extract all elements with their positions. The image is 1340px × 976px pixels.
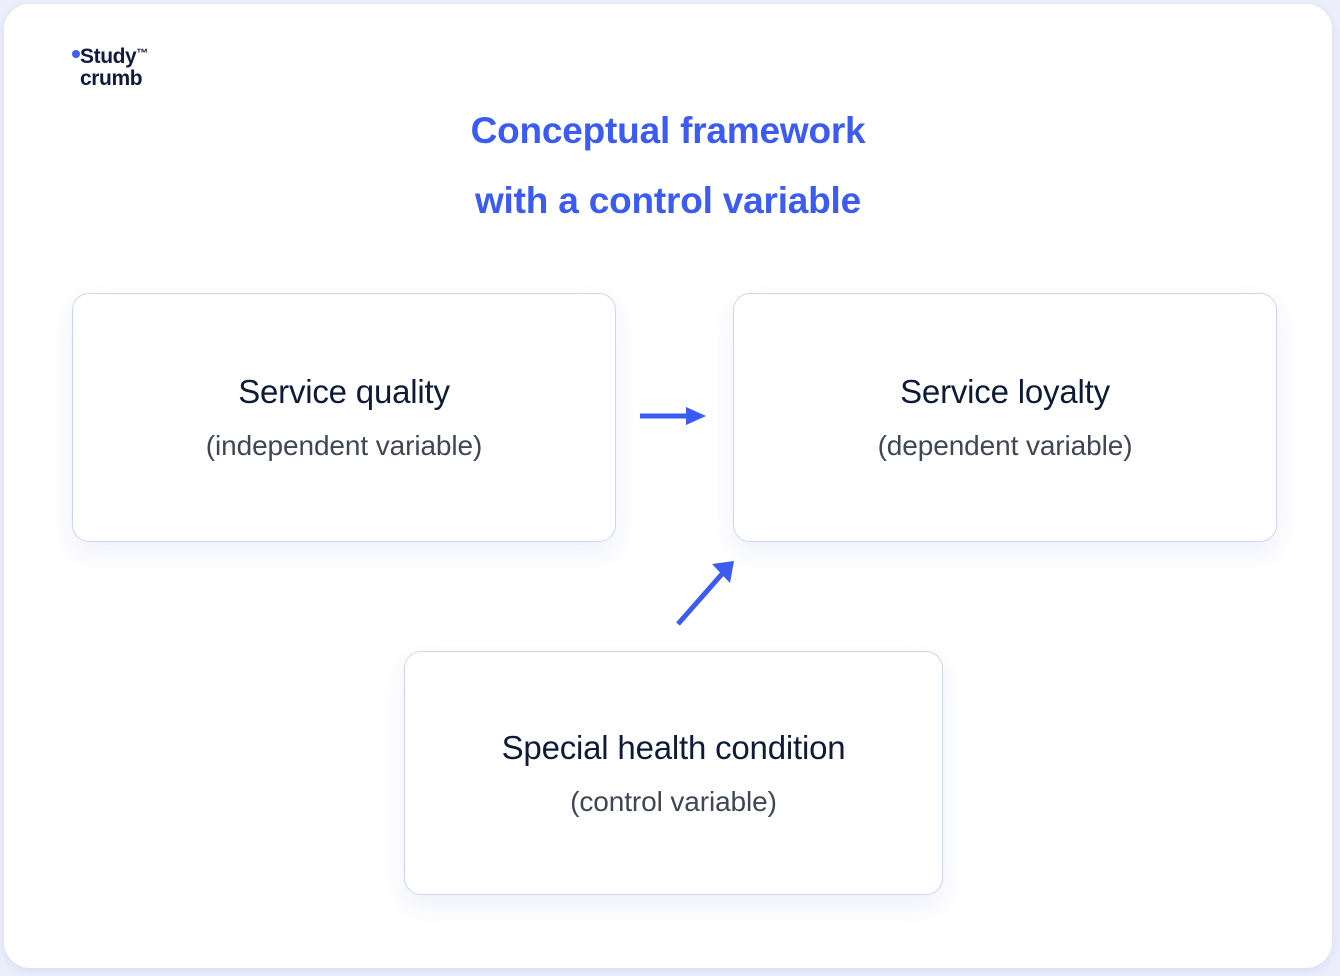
page-title-line-2: with a control variable <box>474 180 862 221</box>
node-control-variable[interactable]: Special health condition (control variab… <box>404 651 943 895</box>
diagram-card: Study™ crumb Conceptual framework with a… <box>4 4 1332 968</box>
brand-name-text: Study <box>80 45 137 68</box>
trademark-icon: ™ <box>136 46 149 60</box>
arrow-right-icon <box>640 407 706 425</box>
arrow-diagonal-up-right-icon <box>676 561 734 626</box>
node-dependent-variable[interactable]: Service loyalty (dependent variable) <box>733 293 1277 542</box>
brand-dot-icon <box>72 50 80 58</box>
page-title: Conceptual framework with a control vari… <box>4 96 1332 236</box>
node-subtitle: (control variable) <box>570 785 777 817</box>
node-title: Service loyalty <box>900 373 1110 410</box>
brand-name-line2: crumb <box>80 67 143 90</box>
brand-name-line1: Study™ <box>80 46 148 67</box>
node-title: Special health condition <box>501 728 846 766</box>
node-title: Service quality <box>238 373 450 410</box>
node-subtitle: (independent variable) <box>205 430 483 461</box>
page-title-line-1: Conceptual framework <box>470 110 866 151</box>
brand-logo[interactable]: Study™ crumb <box>72 46 292 108</box>
node-independent-variable[interactable]: Service quality (independent variable) <box>72 293 616 542</box>
node-subtitle: (dependent variable) <box>877 430 1133 461</box>
